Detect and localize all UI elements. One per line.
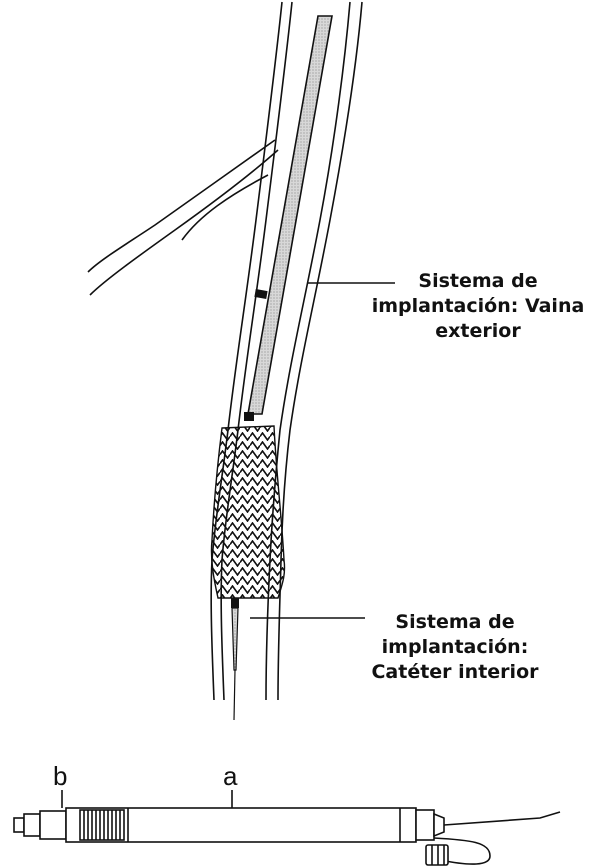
inner-catheter-label-line3: Catéter interior <box>360 660 550 685</box>
inner-catheter-label: Sistema de implantación: Catéter interio… <box>360 610 550 685</box>
inner-catheter <box>231 598 239 720</box>
outer-sheath <box>244 16 332 421</box>
outer-sheath-label: Sistema de implantación: Vaina exterior <box>368 269 588 344</box>
guidewire <box>234 670 235 720</box>
inner-catheter-label-line1: Sistema de <box>360 610 550 635</box>
handle-grip-ridges <box>80 810 124 840</box>
outer-sheath-label-line2: implantación: Vaina <box>368 294 588 319</box>
inner-catheter-label-line2: implantación: <box>360 635 550 660</box>
delivery-handle <box>14 808 560 865</box>
handle-rear-port <box>14 818 24 832</box>
outer-sheath-label-line3: exterior <box>368 319 588 344</box>
stent-graft <box>211 426 284 598</box>
handle-front-cap <box>416 810 434 840</box>
handle-label-b: b <box>53 763 67 789</box>
handle-label-a: a <box>223 763 237 789</box>
sheath-tip-marker <box>244 412 254 421</box>
outer-sheath-label-line1: Sistema de <box>368 269 588 294</box>
